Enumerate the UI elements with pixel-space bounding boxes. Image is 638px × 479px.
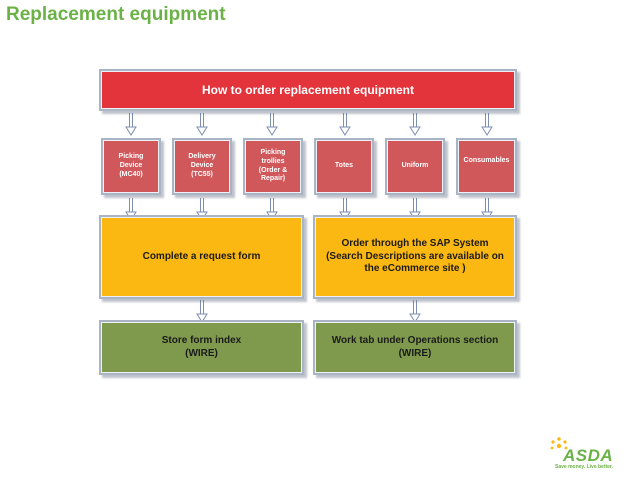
- item-label: Totes: [334, 162, 354, 170]
- store-form-box: Store form index (WIRE): [99, 320, 304, 375]
- item-totes: Totes: [314, 138, 374, 195]
- arrow-header-to-item-4: [339, 112, 351, 136]
- request-form-box: Complete a request form: [99, 215, 304, 299]
- store-form-text: Store form index (WIRE): [161, 335, 242, 359]
- request-form-text: Complete a request form: [142, 250, 261, 262]
- work-tab-box: Work tab under Operations section (WIRE): [313, 320, 517, 375]
- arrow-request-to-store-form: [196, 299, 208, 323]
- item-label: Delivery Device (TC55): [188, 153, 216, 178]
- item-label: Uniform: [401, 162, 429, 170]
- header-text: How to order replacement equipment: [201, 82, 415, 97]
- logo-tagline: Save money. Live better.: [555, 464, 613, 470]
- arrow-header-to-item-1: [125, 112, 137, 136]
- item-label: Consumables: [463, 157, 510, 164]
- arrow-header-to-item-3: [266, 112, 278, 136]
- sparkle-icon: [550, 437, 568, 450]
- arrow-header-to-item-2: [196, 112, 208, 136]
- item-picking-device: Picking Device (MC40): [101, 138, 161, 195]
- arrow-sap-to-work-tab: [409, 299, 421, 323]
- logo-wordmark: ASDA: [563, 446, 614, 465]
- slide-title: Replacement equipment: [6, 4, 226, 25]
- item-consumables: Consumables: [456, 138, 517, 195]
- sap-order-box: Order through the SAP System (Search Des…: [313, 215, 517, 299]
- arrow-header-to-item-5: [409, 112, 421, 136]
- sap-order-text: Order through the SAP System (Search Des…: [326, 238, 504, 275]
- header-box: How to order replacement equipment: [99, 69, 517, 111]
- item-label: Picking trollies (Order & Repair): [258, 149, 288, 183]
- asda-logo: ASDA Save money. Live better.: [549, 436, 631, 472]
- arrow-header-to-item-6: [481, 112, 493, 136]
- item-label: Picking Device (MC40): [118, 153, 144, 178]
- item-picking-trollies: Picking trollies (Order & Repair): [243, 138, 303, 195]
- item-delivery-device: Delivery Device (TC55): [172, 138, 232, 195]
- item-uniform: Uniform: [385, 138, 445, 195]
- work-tab-text: Work tab under Operations section (WIRE): [331, 335, 499, 359]
